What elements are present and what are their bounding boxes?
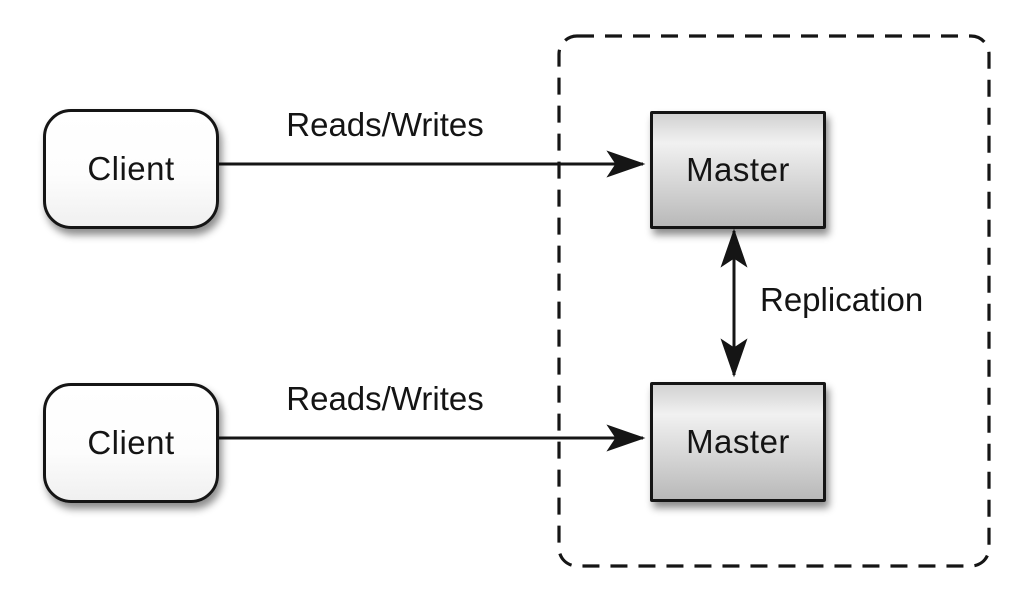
replication-group-outline — [557, 34, 991, 568]
node-master-1-label: Master — [686, 151, 790, 188]
node-master-2-label: Master — [686, 423, 790, 460]
node-client-1: Client — [43, 109, 219, 229]
node-client-1-label: Client — [87, 150, 175, 187]
node-master-1: Master — [650, 111, 826, 229]
edge-label-reads-writes-2: Reads/Writes — [286, 380, 484, 417]
edge-label-replication: Replication — [760, 281, 924, 318]
edge-label-reads-writes-1: Reads/Writes — [286, 106, 484, 143]
node-client-2-label: Client — [87, 424, 175, 461]
node-client-2: Client — [43, 383, 219, 503]
node-master-2: Master — [650, 382, 826, 502]
